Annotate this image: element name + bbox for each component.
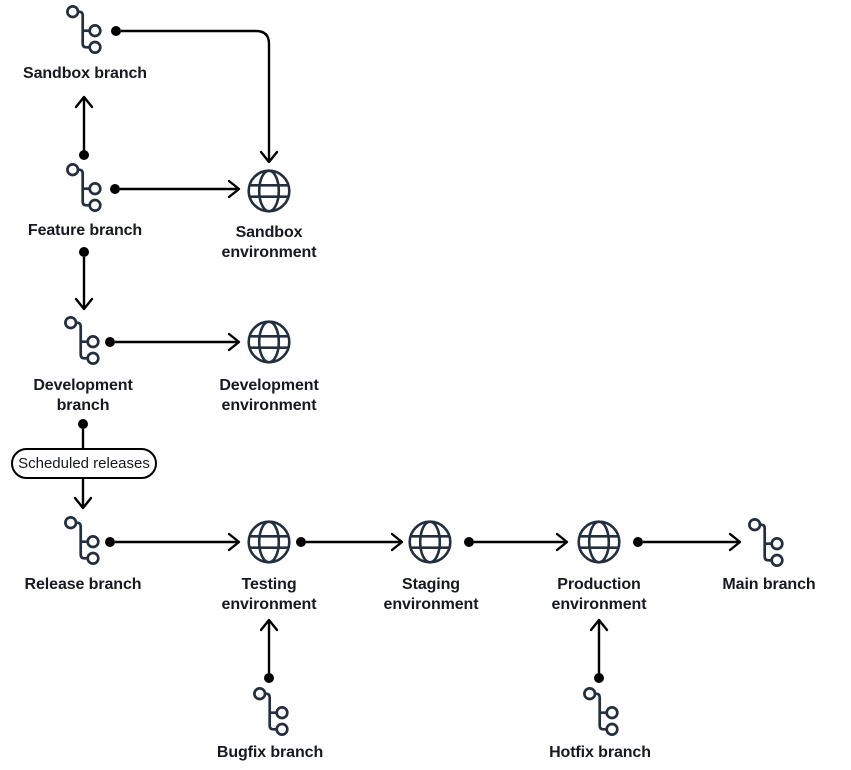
origin-dot-testing-environment	[296, 537, 306, 547]
label-production-environment: Production environment	[551, 576, 647, 613]
arrowhead-right-development-environment	[227, 332, 241, 352]
origin-dot-feature-to-sandbox	[79, 150, 89, 160]
globe-icon	[247, 520, 291, 564]
git-branch-icon	[583, 687, 619, 736]
label-sandbox-environment: Sandbox environment	[221, 224, 317, 261]
arrowhead-right-sandbox-environment	[227, 179, 241, 199]
origin-dot-sandbox-branch	[111, 26, 121, 36]
arrowhead-right-testing-environment	[227, 532, 241, 552]
origin-dot-hotfix-branch	[594, 673, 604, 683]
origin-dot-bugfix-branch	[264, 673, 274, 683]
git-branch-icon	[253, 687, 289, 736]
label-staging-environment: Staging environment	[383, 576, 479, 613]
globe-icon	[408, 520, 452, 564]
label-development-branch: Development branch	[33, 377, 133, 414]
arrowhead-right-main-branch	[728, 532, 742, 552]
origin-dot-staging-environment	[464, 537, 474, 547]
arrowhead-up-testing-environment	[259, 618, 279, 632]
origin-dot-development-branch	[105, 337, 115, 347]
origin-dot-development-to-release	[78, 419, 88, 429]
origin-dot-production-environment	[633, 537, 643, 547]
label-development-environment: Development environment	[219, 377, 319, 414]
arrowhead-down-release-branch	[73, 496, 93, 510]
scheduled-releases-label: Scheduled releases	[18, 455, 150, 472]
label-bugfix-branch: Bugfix branch	[216, 744, 324, 761]
arrowhead-down-sandbox-environment	[259, 150, 279, 164]
globe-icon	[577, 520, 621, 564]
arrowhead-right-production-environment	[555, 532, 569, 552]
scheduled-releases-pill: Scheduled releases	[11, 448, 157, 479]
globe-icon	[247, 169, 291, 213]
git-branch-icon	[66, 163, 102, 212]
label-sandbox-branch: Sandbox branch	[23, 65, 147, 82]
globe-icon	[247, 320, 291, 364]
git-branch-icon	[748, 518, 784, 567]
label-feature-branch: Feature branch	[27, 222, 143, 239]
arrowhead-up-sandbox-branch	[74, 95, 94, 109]
origin-dot-release-branch	[105, 537, 115, 547]
arrowhead-down-development-branch	[74, 297, 94, 311]
git-branch-icon	[64, 516, 100, 565]
label-hotfix-branch: Hotfix branch	[549, 744, 651, 761]
edge-sandbox-branch-to-sandbox-environment	[121, 29, 271, 160]
git-branch-icon	[64, 316, 100, 365]
arrowhead-up-production-environment	[589, 618, 609, 632]
origin-dot-feature-to-development	[79, 247, 89, 257]
label-release-branch: Release branch	[24, 576, 142, 593]
label-testing-environment: Testing environment	[221, 576, 317, 613]
arrowhead-right-staging-environment	[390, 532, 404, 552]
git-branch-icon	[66, 5, 102, 54]
label-main-branch: Main branch	[722, 576, 816, 593]
origin-dot-feature-branch	[110, 184, 120, 194]
